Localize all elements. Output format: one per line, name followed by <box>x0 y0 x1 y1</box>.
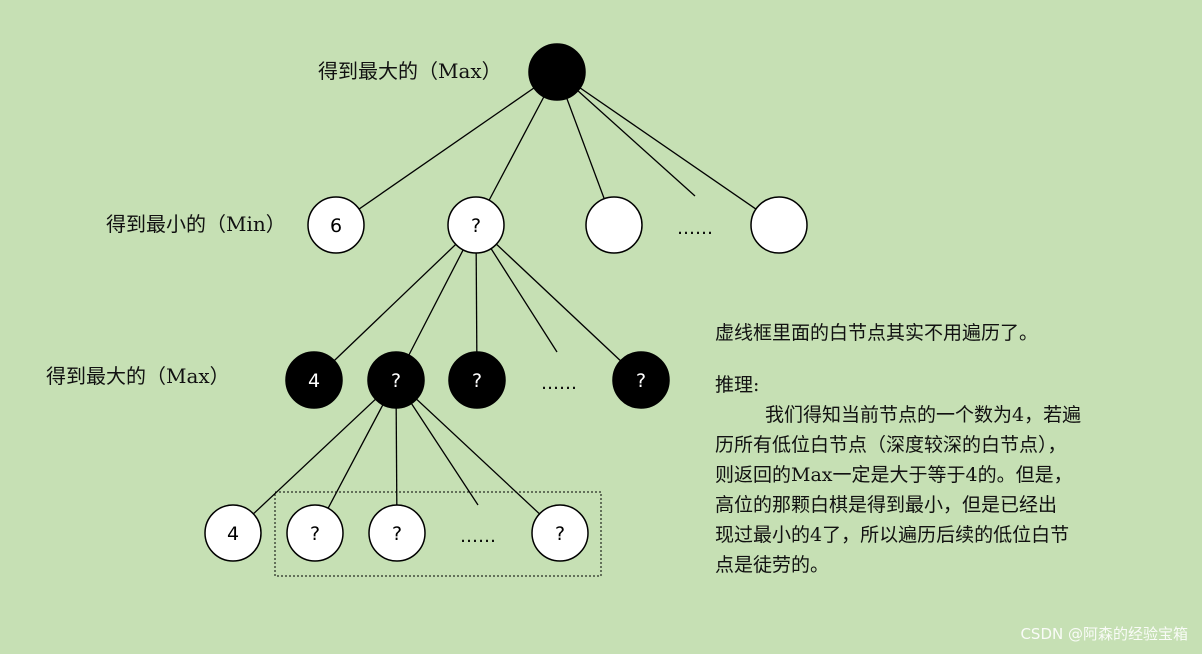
node-label: ? <box>472 370 482 392</box>
node-label: ? <box>310 523 320 545</box>
level2-label: 得到最大的（Max） <box>46 364 230 388</box>
explanation-text: 虚线框里面的白节点其实不用遍历了。 推理: 我们得知当前节点的一个数为4，若遍 … <box>715 318 1165 580</box>
ellipsis: …… <box>677 218 713 239</box>
tree-node <box>286 504 344 562</box>
node-label: 4 <box>227 523 239 545</box>
edges-level1 <box>313 224 642 381</box>
node-label: ? <box>555 523 565 545</box>
ellipsis: …… <box>541 373 577 394</box>
tree-node <box>612 351 670 409</box>
note-heading: 推理: <box>715 374 760 396</box>
note-line: 虚线框里面的白节点其实不用遍历了。 <box>715 322 1039 344</box>
node-label: ? <box>636 370 646 392</box>
tree-node <box>585 196 643 254</box>
tree-node <box>531 504 589 562</box>
note-paragraph-line: 我们得知当前节点的一个数为4，若遍 <box>765 404 1082 426</box>
note-paragraph-line: 则返回的Max一定是大于等于4的。但是， <box>715 464 1073 486</box>
node-label: ? <box>471 215 481 237</box>
note-paragraph-line: 点是徒劳的。 <box>715 554 830 576</box>
node-label: 4 <box>308 370 320 392</box>
level1-nodes: 6 ? …… <box>307 196 808 254</box>
level0-label: 得到最大的（Max） <box>318 59 502 83</box>
tree-node <box>285 351 343 409</box>
tree-node <box>368 504 426 562</box>
node-label: ? <box>391 370 401 392</box>
level3-nodes: 4 ? ? …… ? <box>204 504 589 562</box>
tree-node <box>307 196 365 254</box>
ellipsis: …… <box>460 526 496 547</box>
root-node <box>528 43 586 101</box>
node-label: 6 <box>330 215 342 237</box>
tree-node <box>750 196 808 254</box>
tree-node <box>447 196 505 254</box>
note-paragraph-line: 现过最小的4了，所以遍历后续的低位白节 <box>715 524 1070 546</box>
tree-node <box>204 504 262 562</box>
note-paragraph-line: 高位的那颗白棋是得到最小，但是已经出 <box>715 494 1058 516</box>
node-label: ? <box>392 523 402 545</box>
tree-node <box>367 351 425 409</box>
tree-node <box>448 351 506 409</box>
watermark: CSDN @阿森的经验宝箱 <box>1020 625 1188 643</box>
note-paragraph-line: 历所有低位白节点（深度较深的白节点）， <box>715 434 1067 456</box>
level2-nodes: 4 ? ? …… ? <box>285 351 670 409</box>
pruned-region-box <box>274 491 602 577</box>
level1-label: 得到最小的（Min） <box>106 212 286 236</box>
